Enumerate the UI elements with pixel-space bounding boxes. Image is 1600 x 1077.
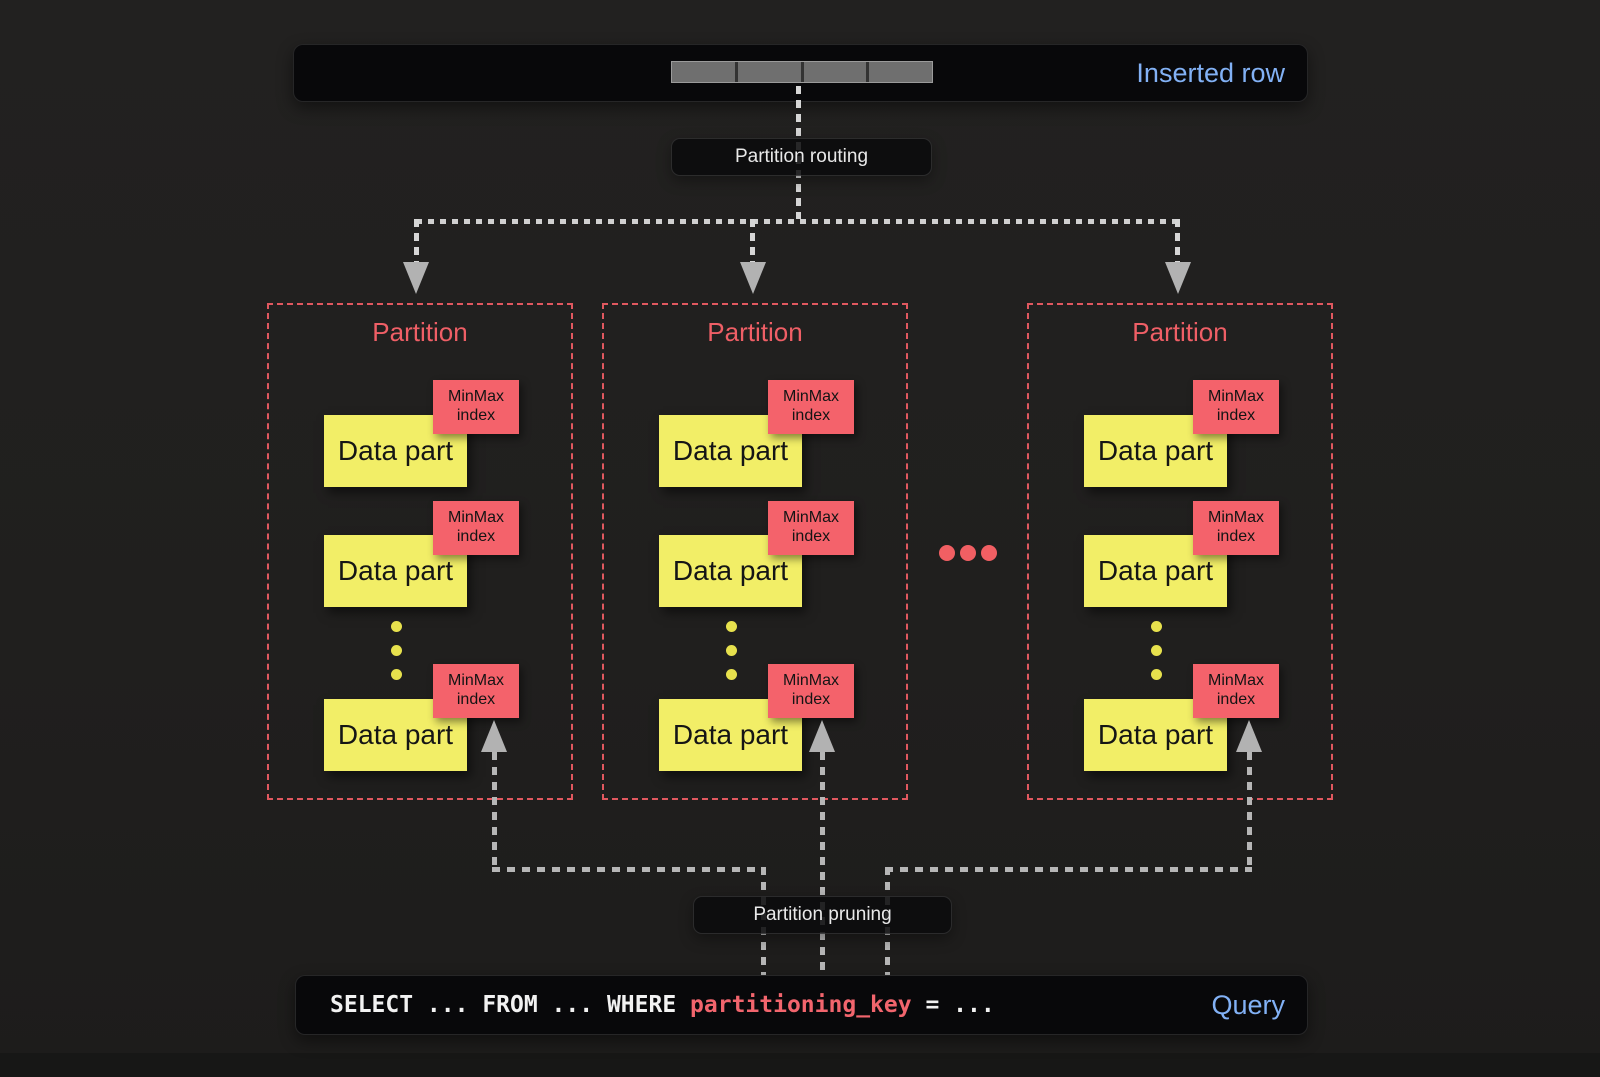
row-segment [869,62,932,82]
prune-stem-left [492,752,497,867]
partition-title: Partition [372,317,468,347]
bottom-edge-strip [0,1053,1600,1077]
inserted-row-label: Inserted row [1136,57,1285,88]
minmax-index-tag: MinMax index [433,501,519,555]
branch-line-left [414,219,419,263]
vertical-ellipsis-dot [1151,645,1162,656]
sql-after-key: = ... [911,992,995,1018]
row-segments-strip [671,61,933,83]
minmax-index-tag: MinMax index [1193,501,1279,555]
query-sql: SELECT ... FROM ... WHERE partitioning_k… [330,992,995,1018]
prune-stem-right [1247,752,1252,867]
partition-title: Partition [1132,317,1228,347]
arrowhead-up-center [809,720,835,752]
prune-elbow-right [885,867,1252,872]
vertical-ellipsis-dot [391,645,402,656]
minmax-index-tag: MinMax index [1193,664,1279,718]
arrowhead-down-right [1165,262,1191,294]
minmax-index-tag: MinMax index [1193,380,1279,434]
row-segment [672,62,735,82]
routing-chip: Partition routing [671,138,932,176]
partition-box-right: Partition MinMax index Data part MinMax … [1027,303,1333,800]
vertical-ellipsis-dot [1151,621,1162,632]
minmax-index-tag: MinMax index [768,664,854,718]
minmax-index-tag: MinMax index [433,380,519,434]
vertical-ellipsis-dot [726,645,737,656]
branch-line-right [1175,219,1180,263]
distributor-line [416,219,1178,224]
ellipsis-dot [939,545,955,561]
arrowhead-up-right [1236,720,1262,752]
row-segment [803,62,867,82]
arrowhead-down-center [740,262,766,294]
vertical-ellipsis-dot [1151,669,1162,680]
row-segment [737,62,801,82]
data-part-card: Data part [1084,699,1227,771]
vertical-ellipsis-dot [726,621,737,632]
vertical-ellipsis-dot [391,669,402,680]
pruning-chip: Partition pruning [693,896,952,934]
data-part-card: Data part [1084,535,1227,607]
minmax-index-tag: MinMax index [768,501,854,555]
partition-title: Partition [707,317,803,347]
routing-label: Partition routing [734,146,869,167]
partition-box-center: Partition MinMax index Data part MinMax … [602,303,908,800]
partitions-ellipsis [939,545,997,561]
inserted-row-box: Inserted row [293,44,1308,102]
sql-partitioning-key: partitioning_key [690,992,912,1018]
partition-box-left: Partition MinMax index Data part MinMax … [267,303,573,800]
sql-before-key: SELECT ... FROM ... WHERE [330,992,691,1018]
ellipsis-dot [960,545,976,561]
minmax-index-tag: MinMax index [768,380,854,434]
query-box: SELECT ... FROM ... WHERE partitioning_k… [295,975,1308,1035]
prune-stem-center [820,752,825,975]
ellipsis-dot [981,545,997,561]
prune-elbow-left [492,867,766,872]
pruning-label: Partition pruning [753,904,892,925]
minmax-index-tag: MinMax index [433,664,519,718]
vertical-ellipsis-dot [726,669,737,680]
arrowhead-down-left [403,262,429,294]
vertical-ellipsis-dot [391,621,402,632]
branch-line-center [750,219,755,263]
query-label: Query [1211,989,1285,1020]
arrowhead-up-left [481,720,507,752]
